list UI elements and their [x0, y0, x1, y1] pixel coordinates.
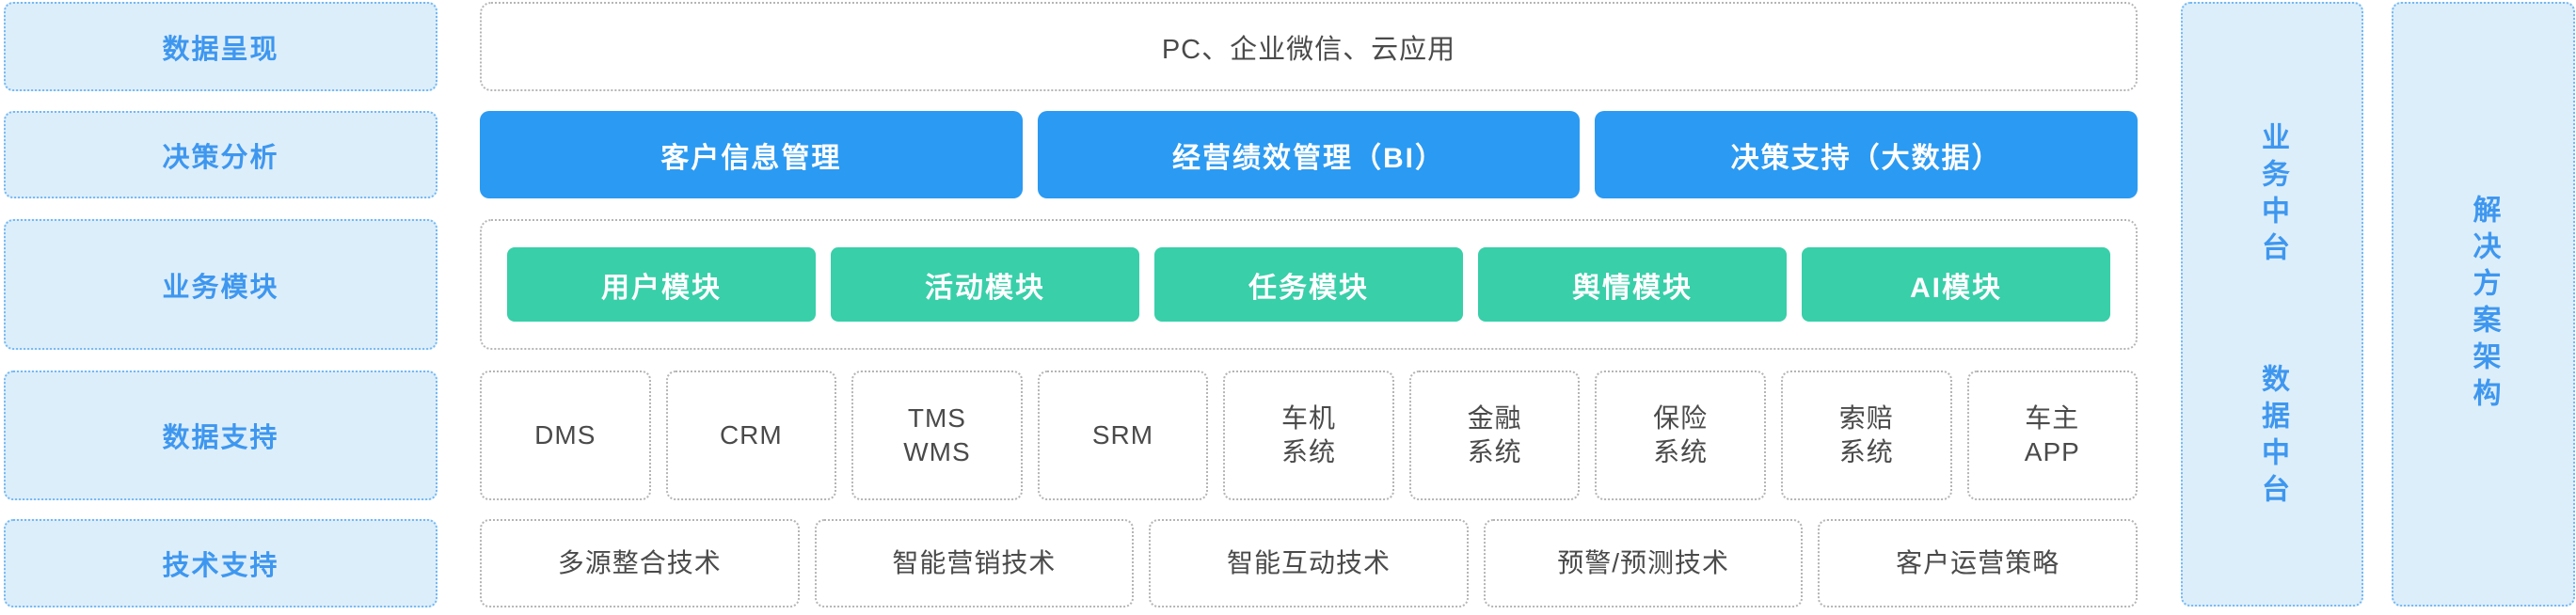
- layer-label-text: 业务模块: [162, 272, 279, 303]
- system-label: 车机: [1281, 402, 1337, 433]
- system-label: WMS: [903, 437, 971, 466]
- presentation-channels-box: PC、企业微信、云应用: [480, 2, 2138, 91]
- decision-support-bigdata-button: 决策支持（大数据）: [1595, 111, 2139, 198]
- layer-label-data-presentation: 数据呈现: [4, 2, 437, 91]
- content-column: PC、企业微信、云应用 客户信息管理 经营绩效管理（BI） 决策支持（大数据） …: [480, 0, 2139, 615]
- tech-box-multisource-integration: 多源整合技术: [480, 519, 800, 607]
- business-middle-platform-label: 业务中台: [2257, 122, 2288, 270]
- system-label: DMS: [534, 419, 596, 449]
- layer-labels-column: 数据呈现 决策分析 业务模块 数据支持 技术支持: [4, 0, 437, 615]
- data-systems-row: DMS CRM TMS WMS SRM 车机系统 金融系统 保险系统 索赔系统 车…: [480, 371, 2139, 500]
- decision-analysis-row: 客户信息管理 经营绩效管理（BI） 决策支持（大数据）: [480, 111, 2139, 198]
- user-module-button: 用户模块: [507, 247, 816, 322]
- system-label: 系统: [1653, 437, 1709, 466]
- business-performance-bi-button: 经营绩效管理（BI）: [1037, 111, 1581, 198]
- sentiment-module-button: 舆情模块: [1478, 247, 1787, 322]
- solution-architecture-label: 解决方案架构: [2468, 194, 2500, 415]
- system-label: 索赔: [1838, 402, 1894, 433]
- system-label: 金融: [1467, 402, 1522, 433]
- solution-architecture-column-wrap: 解决方案架构: [2392, 0, 2575, 615]
- system-label: 保险: [1653, 402, 1709, 433]
- system-box-tms-wms: TMS WMS: [851, 371, 1023, 500]
- tech-box-smart-interaction: 智能互动技术: [1149, 519, 1469, 607]
- layer-label-data-support: 数据支持: [4, 371, 437, 500]
- tech-box-customer-operation-strategy: 客户运营策略: [1818, 519, 2138, 607]
- presentation-channels-text: PC、企业微信、云应用: [1161, 34, 1456, 65]
- system-label: CRM: [719, 419, 783, 449]
- system-box-crm: CRM: [665, 371, 837, 500]
- layer-label-text: 数据支持: [162, 423, 279, 453]
- customer-info-mgmt-button: 客户信息管理: [480, 111, 1023, 198]
- system-label: APP: [2024, 437, 2080, 466]
- system-box-claims-system: 索赔系统: [1780, 371, 1952, 500]
- system-box-srm: SRM: [1037, 371, 1209, 500]
- layer-label-decision-analysis: 决策分析: [4, 111, 437, 198]
- data-middle-platform-label: 数据中台: [2257, 363, 2288, 511]
- system-label: SRM: [1091, 419, 1154, 449]
- business-modules-container: 用户模块 活动模块 任务模块 舆情模块 AI模块: [480, 219, 2138, 350]
- tech-box-smart-marketing: 智能营销技术: [814, 519, 1135, 607]
- system-box-owner-app: 车主 APP: [1966, 371, 2139, 500]
- layer-label-text: 决策分析: [162, 142, 279, 173]
- system-label: TMS: [907, 402, 966, 433]
- system-box-dms: DMS: [480, 371, 651, 500]
- system-box-finance-system: 金融系统: [1408, 371, 1581, 500]
- layer-label-text: 数据呈现: [162, 34, 279, 65]
- middle-platform-column: 业务中台 数据中台: [2181, 2, 2363, 607]
- system-label: 系统: [1467, 437, 1522, 466]
- system-box-insurance-system: 保险系统: [1595, 371, 1766, 500]
- middle-platform-column-wrap: 业务中台 数据中台: [2181, 0, 2363, 615]
- task-module-button: 任务模块: [1154, 247, 1463, 322]
- solution-architecture-column: 解决方案架构: [2392, 2, 2575, 607]
- activity-module-button: 活动模块: [831, 247, 1139, 322]
- layer-label-text: 技术支持: [162, 551, 279, 581]
- system-label: 系统: [1281, 437, 1337, 466]
- system-label: 系统: [1838, 437, 1894, 466]
- layer-label-tech-support: 技术支持: [4, 519, 437, 607]
- ai-module-button: AI模块: [1802, 247, 2110, 322]
- system-label: 车主: [2025, 402, 2080, 433]
- layer-label-business-modules: 业务模块: [4, 219, 437, 350]
- technologies-row: 多源整合技术 智能营销技术 智能互动技术 预警/预测技术 客户运营策略: [480, 519, 2138, 607]
- tech-box-warning-prediction: 预警/预测技术: [1483, 519, 1804, 607]
- system-box-vehicle-system: 车机系统: [1223, 371, 1394, 500]
